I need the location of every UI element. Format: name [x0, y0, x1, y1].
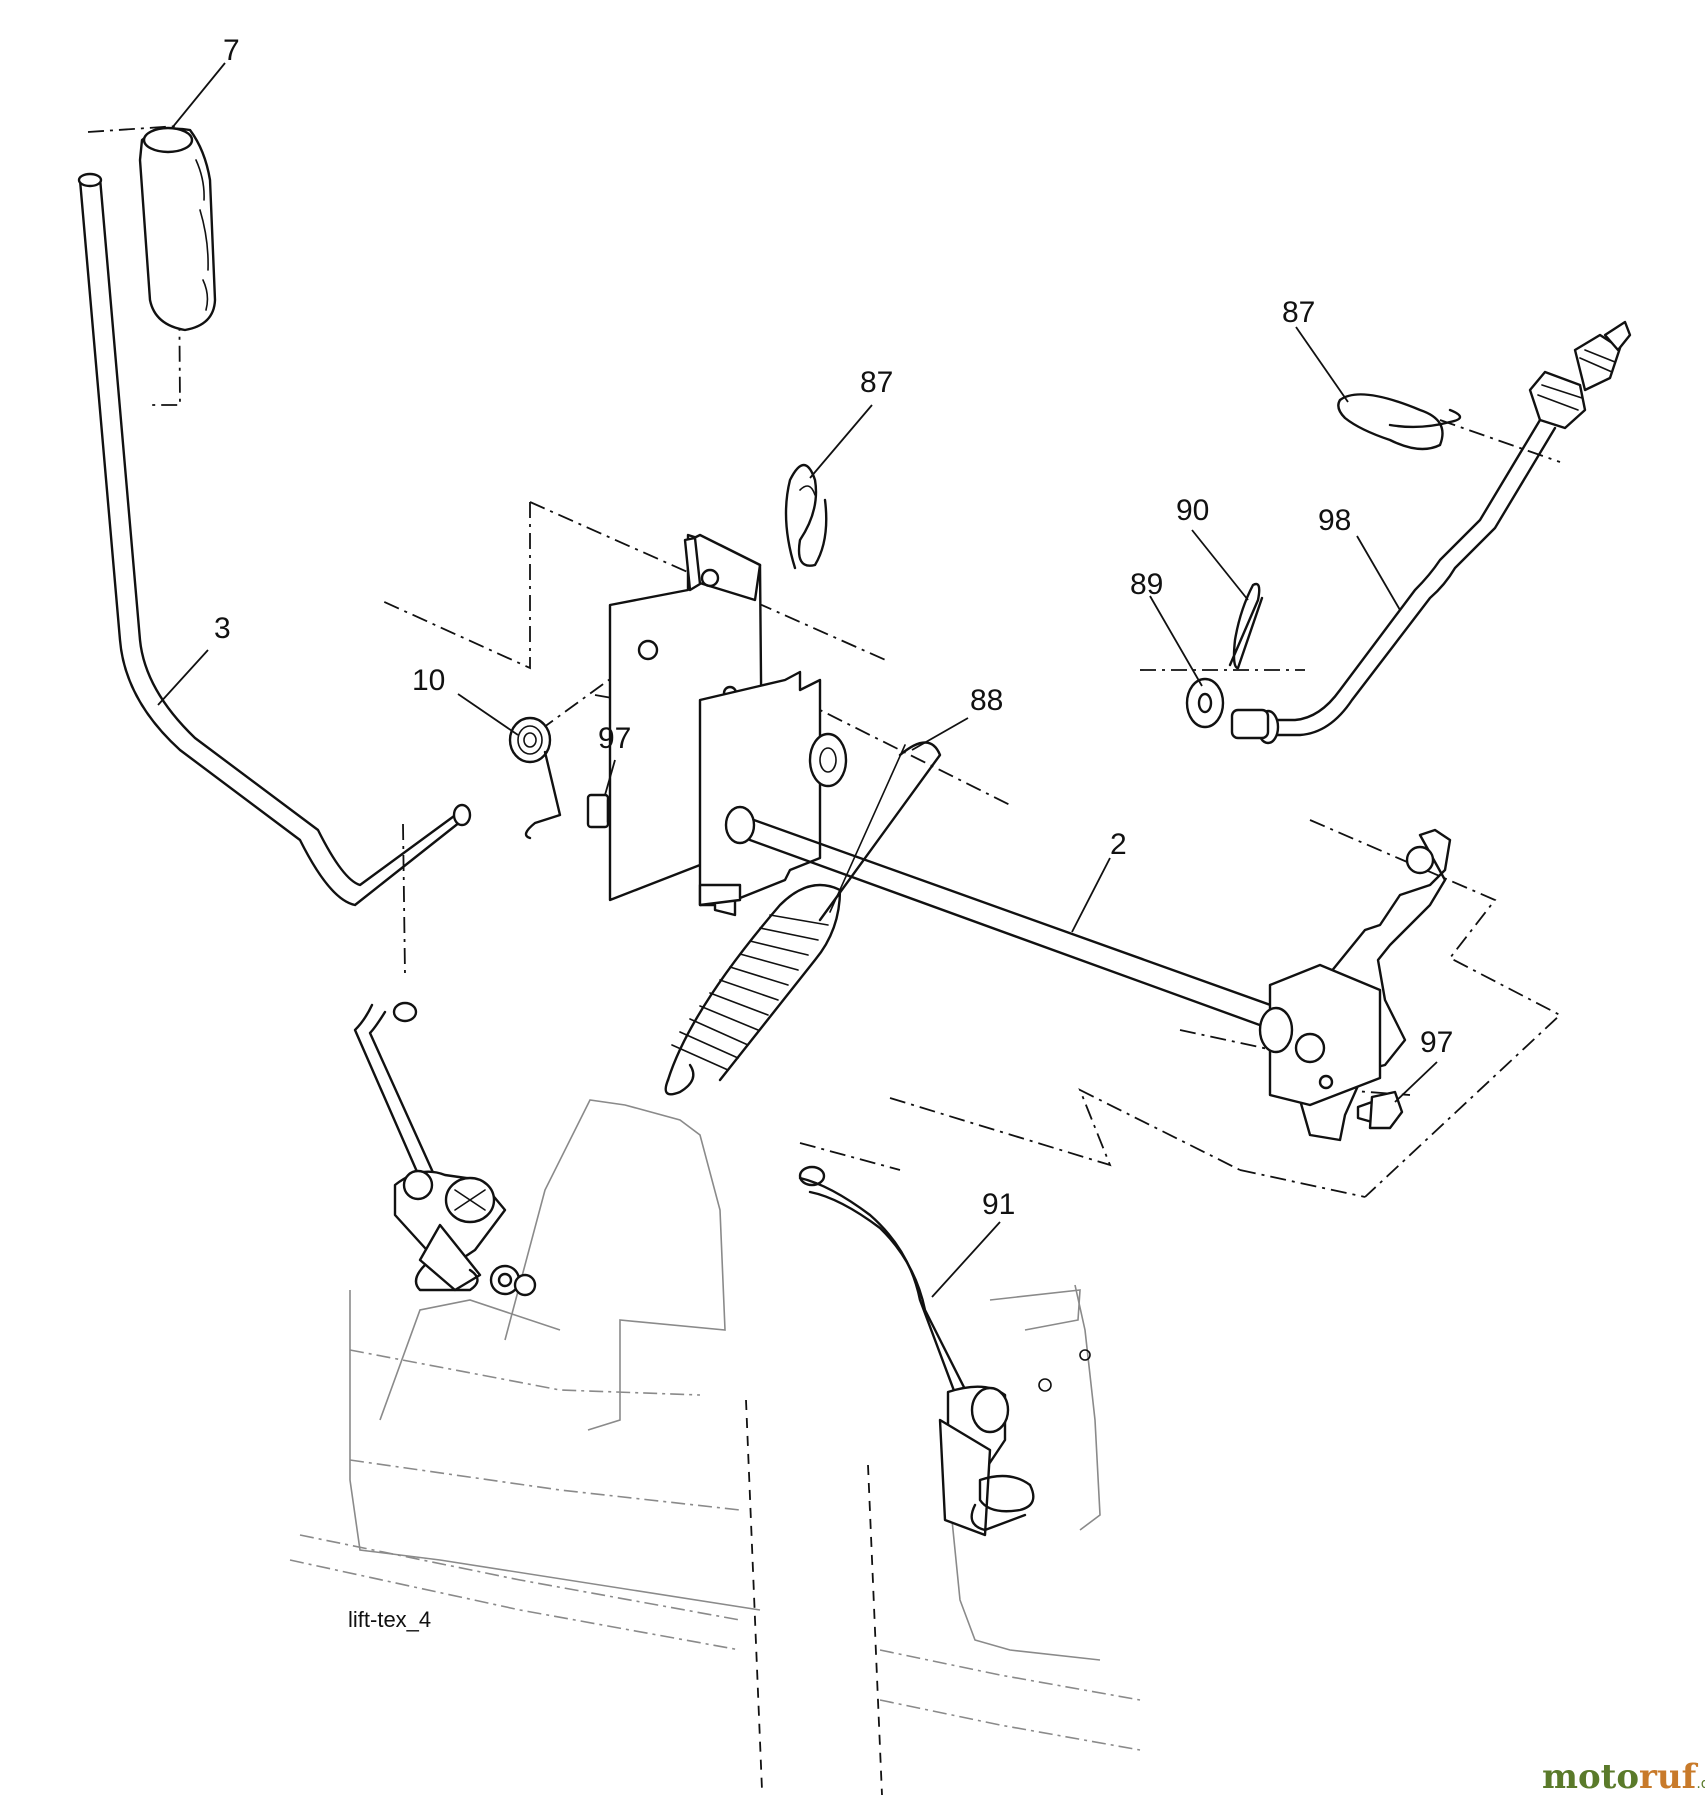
- lift-link-rod: [1230, 320, 1632, 745]
- callout-97-right: 97: [1420, 1026, 1453, 1059]
- cross-shaft: [724, 805, 1292, 1038]
- callout-98: 98: [1318, 504, 1351, 537]
- callout-2: 2: [1110, 828, 1127, 861]
- callout-7: 7: [223, 34, 240, 67]
- pivot-bracket: [608, 533, 848, 917]
- washer: [1185, 677, 1225, 729]
- callout-labels: 7 3 10 97 87 88 2 97 87 90 89 98 91: [214, 34, 1453, 1221]
- watermark-part2: ruf: [1639, 1757, 1699, 1797]
- callout-87-right: 87: [1282, 296, 1315, 329]
- watermark-logo: motoruf.de: [1542, 1757, 1705, 1797]
- callout-87-center: 87: [860, 366, 893, 399]
- callout-91: 91: [982, 1188, 1015, 1221]
- bolt-right: [1356, 1090, 1404, 1130]
- right-lift-link: [798, 1165, 1091, 1537]
- callout-88: 88: [970, 684, 1003, 717]
- callout-97-left: 97: [598, 722, 631, 755]
- callout-10: 10: [412, 664, 445, 697]
- cotter-pin: [1228, 582, 1264, 670]
- handle-grip: [138, 126, 217, 332]
- svg-text:motoruf.de: motoruf.de: [1542, 1757, 1705, 1797]
- extension-spring: [664, 741, 942, 1096]
- diagram-caption: lift-tex_4: [348, 1607, 431, 1632]
- callout-90: 90: [1176, 494, 1209, 527]
- lift-arm: [1258, 828, 1452, 1142]
- callout-3: 3: [214, 612, 231, 645]
- leader-lines: [157, 62, 1438, 1298]
- hairpin-clip-right: [1337, 393, 1462, 451]
- hairpin-clip-center: [784, 463, 828, 570]
- left-lift-link: [353, 1001, 537, 1297]
- deck-bracket-outline: [289, 1099, 1141, 1796]
- watermark-suffix: .de: [1696, 1776, 1705, 1792]
- watermark-part1: moto: [1542, 1757, 1639, 1797]
- lift-handle-rod: [77, 172, 472, 907]
- torsion-spring: [508, 716, 562, 840]
- callout-89: 89: [1130, 568, 1163, 601]
